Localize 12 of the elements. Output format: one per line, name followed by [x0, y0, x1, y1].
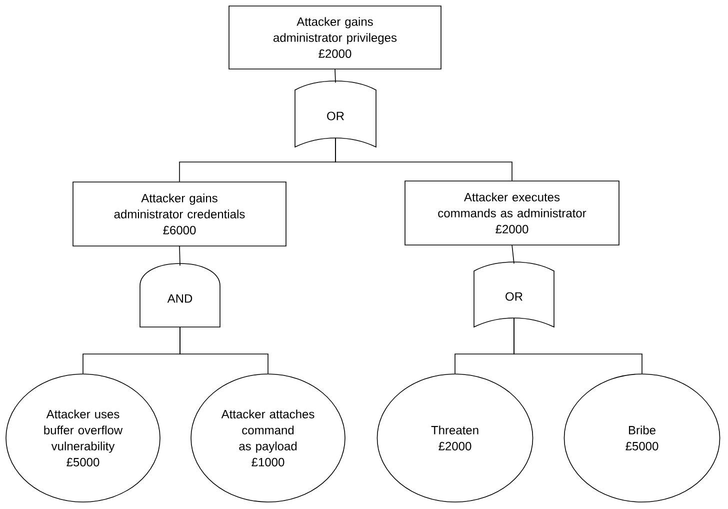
connector-line	[334, 68, 336, 83]
or-gate: OR	[474, 262, 554, 328]
connector-line	[179, 246, 180, 266]
or-gate: OR	[294, 80, 376, 148]
connector-line	[512, 244, 514, 264]
and-gate: AND	[140, 263, 220, 328]
connector-line	[180, 326, 268, 374]
event-box: Attacker executes commands as administrator £2000	[404, 180, 620, 246]
event-box: Attacker gains administrator privileges £2000	[228, 6, 442, 70]
connector-line	[335, 138, 512, 181]
connector-line	[514, 318, 642, 374]
event-box: Attacker gains administrator credentials £6000	[72, 182, 286, 246]
